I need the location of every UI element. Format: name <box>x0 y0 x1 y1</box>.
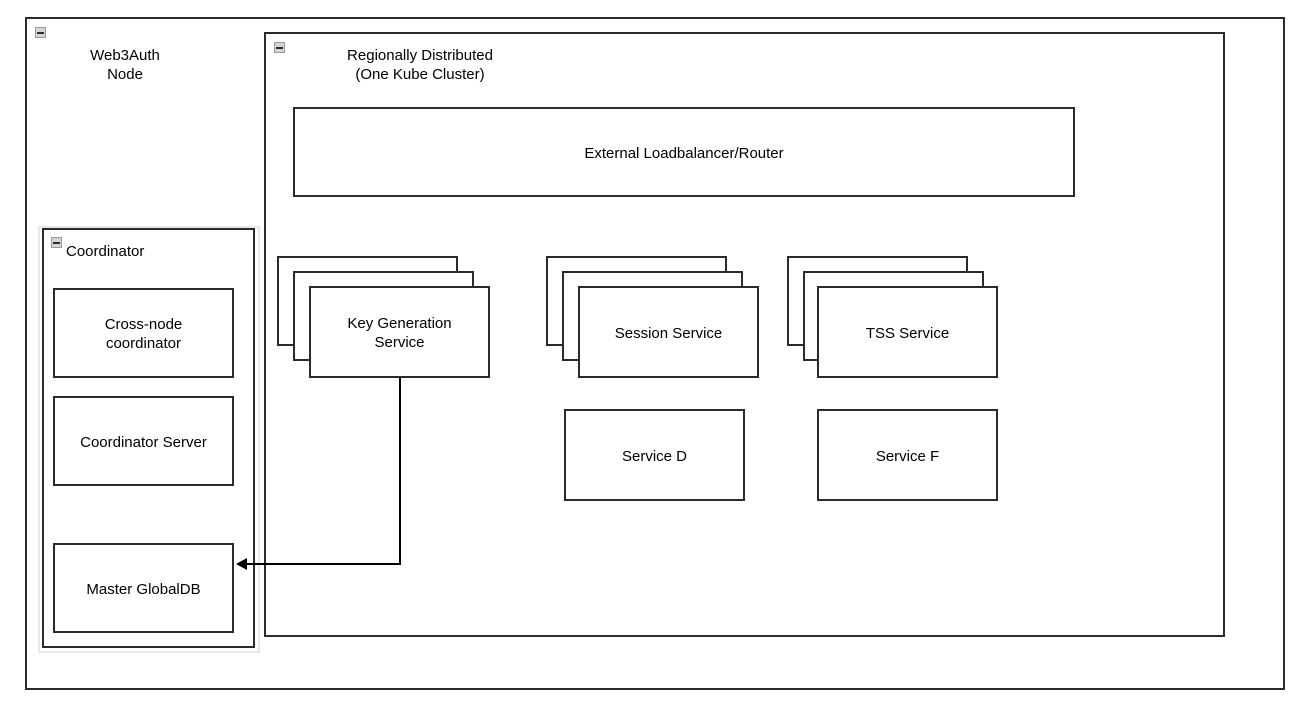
node-external-loadbalancer-label: External Loadbalancer/Router <box>584 145 784 162</box>
node-cross-node-coordinator[interactable]: Cross-node coordinator <box>53 288 234 378</box>
group-regional-cluster-label: Regionally Distributed (One Kube Cluster… <box>347 47 493 83</box>
node-service-f-label: Service F <box>875 448 940 465</box>
group-web3auth-node-label: Web3Auth Node <box>90 47 160 83</box>
node-service-f[interactable]: Service F <box>817 409 998 501</box>
node-coordinator-server[interactable]: Coordinator Server <box>53 396 234 486</box>
node-key-generation-service-label: Key Generation Service <box>347 315 452 351</box>
collapse-minus-icon[interactable] <box>35 27 46 38</box>
node-session-service-label: Session Service <box>614 325 723 342</box>
node-external-loadbalancer[interactable]: External Loadbalancer/Router <box>293 107 1075 197</box>
node-cross-node-coordinator-label: Cross-node coordinator <box>104 316 183 352</box>
group-coordinator-label: Coordinator <box>66 243 145 260</box>
node-master-globaldb[interactable]: Master GlobalDB <box>53 543 234 633</box>
connector-keygen-to-masterdb-vertical <box>399 378 401 565</box>
collapse-minus-icon[interactable] <box>51 237 62 248</box>
node-session-service[interactable]: Session Service <box>578 286 759 378</box>
connector-keygen-to-masterdb-arrowhead <box>236 558 247 570</box>
node-service-d[interactable]: Service D <box>564 409 745 501</box>
node-key-generation-service[interactable]: Key Generation Service <box>309 286 490 378</box>
collapse-minus-icon[interactable] <box>274 42 285 53</box>
node-coordinator-server-label: Coordinator Server <box>80 434 207 451</box>
node-service-d-label: Service D <box>621 448 688 465</box>
connector-keygen-to-masterdb-horizontal <box>247 563 401 565</box>
node-tss-service-label: TSS Service <box>865 325 950 342</box>
node-master-globaldb-label: Master GlobalDB <box>86 581 201 598</box>
node-tss-service[interactable]: TSS Service <box>817 286 998 378</box>
